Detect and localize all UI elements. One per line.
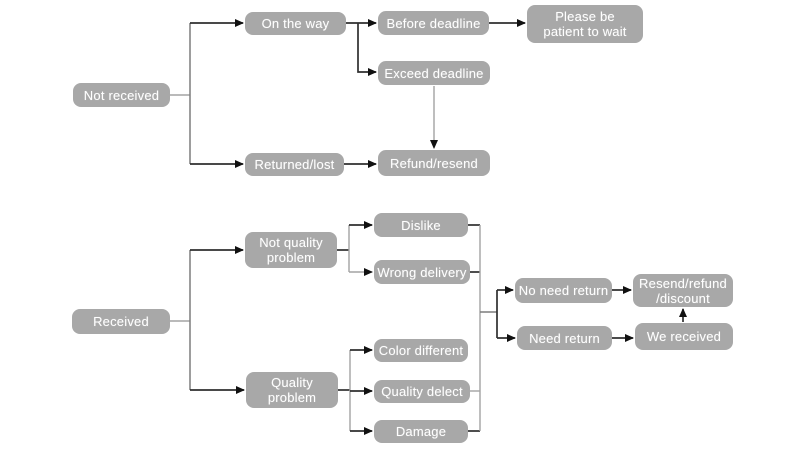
node-resend-refund-discount: Resend/refund /discount — [633, 274, 733, 307]
node-damage: Damage — [374, 420, 468, 443]
node-color-different: Color different — [374, 339, 468, 362]
node-exceed-deadline: Exceed deadline — [378, 61, 490, 85]
node-returned-lost: Returned/lost — [245, 153, 344, 176]
node-not-received: Not received — [73, 83, 170, 107]
node-please-wait: Please be patient to wait — [527, 5, 643, 43]
node-refund-resend: Refund/resend — [378, 150, 490, 176]
arrow-on-the-way-to-exceed-deadline — [357, 23, 377, 76]
node-wrong-delivery: Wrong delivery — [374, 260, 470, 284]
node-no-need-return: No need return — [515, 278, 612, 303]
node-need-return: Need return — [517, 326, 612, 350]
node-not-quality-problem: Not quality problem — [245, 232, 337, 268]
node-dislike: Dislike — [374, 213, 468, 237]
node-quality-problem: Quality problem — [246, 372, 338, 408]
node-received: Received — [72, 309, 170, 334]
node-on-the-way: On the way — [245, 12, 346, 35]
node-we-received: We received — [635, 323, 733, 350]
node-quality-delect: Quality delect — [374, 380, 470, 403]
node-before-deadline: Before deadline — [378, 11, 489, 35]
